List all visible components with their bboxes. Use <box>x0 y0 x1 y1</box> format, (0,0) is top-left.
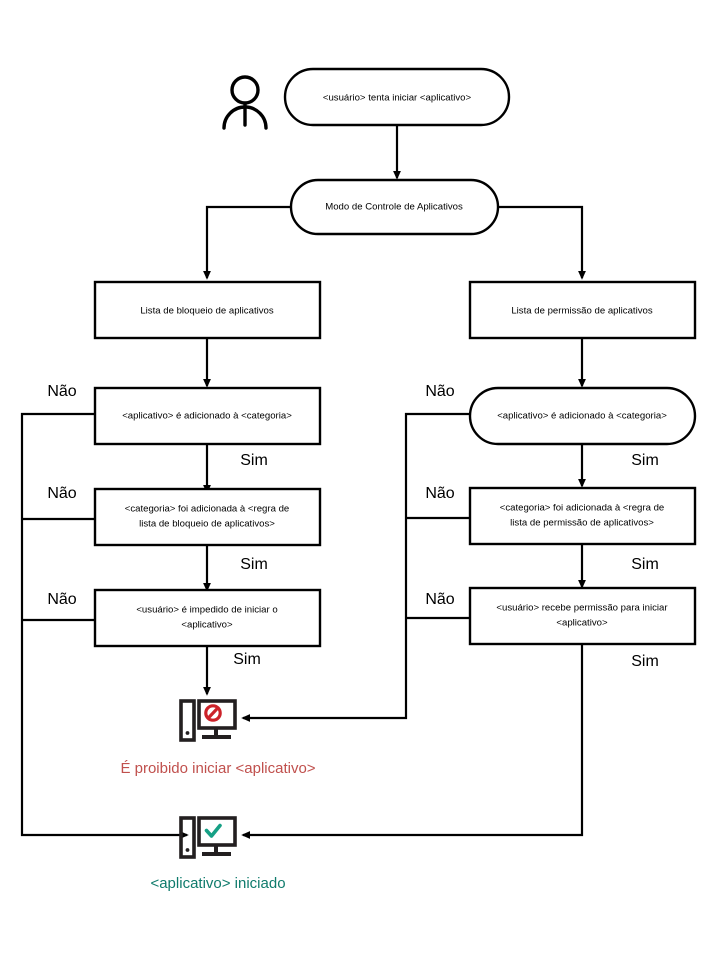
node-allow-step1-label: <aplicativo> é adicionado à <categoria> <box>497 411 667 422</box>
label-sim-left-2: Sim <box>240 556 268 573</box>
label-sim-right-3: Sim <box>631 653 659 670</box>
node-start: <usuário> tenta iniciar <aplicativo> <box>283 67 511 127</box>
node-deny-step1: <aplicativo> é adicionado à <categoria> <box>93 386 322 446</box>
label-nao-left-1: Não <box>47 383 76 400</box>
monitor-blocked-icon <box>179 699 237 742</box>
node-deny-list-label: Lista de bloqueio de aplicativos <box>140 306 274 317</box>
label-nao-right-1: Não <box>425 383 454 400</box>
edge-nao-right-1 <box>241 412 470 722</box>
node-allow-step3: <usuário> recebe permissão para iniciar … <box>468 586 697 646</box>
label-sim-right-1: Sim <box>631 452 659 469</box>
edge-mode-to-allow-list <box>498 205 586 280</box>
node-deny-step3-line1: <usuário> é impedido de iniciar o <box>136 605 277 616</box>
label-sim-right-2: Sim <box>631 556 659 573</box>
monitor-check-icon <box>179 816 237 859</box>
node-deny-step1-label: <aplicativo> é adicionado à <categoria> <box>122 411 292 422</box>
node-deny-step2: <categoria> foi adicionada à <regra de l… <box>93 487 322 547</box>
node-deny-step2-line1: <categoria> foi adicionada à <regra de <box>125 504 290 515</box>
edge-nao-left-1 <box>20 412 189 839</box>
node-allow-step2: <categoria> foi adicionada à <regra de l… <box>468 486 697 546</box>
edge-mode-to-deny-list <box>203 205 291 280</box>
node-deny-step2-line2: lista de bloqueio de aplicativos> <box>139 519 275 530</box>
node-mode: Modo de Controle de Aplicativos <box>289 178 500 236</box>
node-deny-list: Lista de bloqueio de aplicativos <box>93 280 322 340</box>
label-sim-left-1: Sim <box>240 452 268 469</box>
node-allow-step2-line1: <categoria> foi adicionada à <regra de <box>500 503 665 514</box>
node-allow-step3-line2: <aplicativo> <box>556 618 608 629</box>
node-allow-list: Lista de permissão de aplicativos <box>468 280 697 340</box>
label-nao-left-3: Não <box>47 591 76 608</box>
node-deny-step3-line2: <aplicativo> <box>181 620 233 631</box>
node-allow-list-label: Lista de permissão de aplicativos <box>511 306 653 317</box>
label-nao-right-3: Não <box>425 591 454 608</box>
allowed-outcome-label: <aplicativo> iniciado <box>150 875 285 892</box>
edge-sim-right-3-to-allowed-icon <box>241 644 584 839</box>
node-allow-step3-line1: <usuário> recebe permissão para iniciar <box>496 603 668 614</box>
label-sim-left-3: Sim <box>233 651 261 668</box>
node-allow-step1: <aplicativo> é adicionado à <categoria> <box>468 386 697 446</box>
node-allow-step2-line2: lista de permissão de aplicativos> <box>510 518 654 529</box>
node-start-label: <usuário> tenta iniciar <aplicativo> <box>323 93 472 104</box>
label-nao-right-2: Não <box>425 485 454 502</box>
label-nao-left-2: Não <box>47 485 76 502</box>
usuario-actor-icon <box>222 75 268 130</box>
node-mode-label: Modo de Controle de Aplicativos <box>325 202 463 213</box>
denied-outcome-label: É proibido iniciar <aplicativo> <box>120 760 315 777</box>
node-deny-step3: <usuário> é impedido de iniciar o <aplic… <box>93 588 322 648</box>
